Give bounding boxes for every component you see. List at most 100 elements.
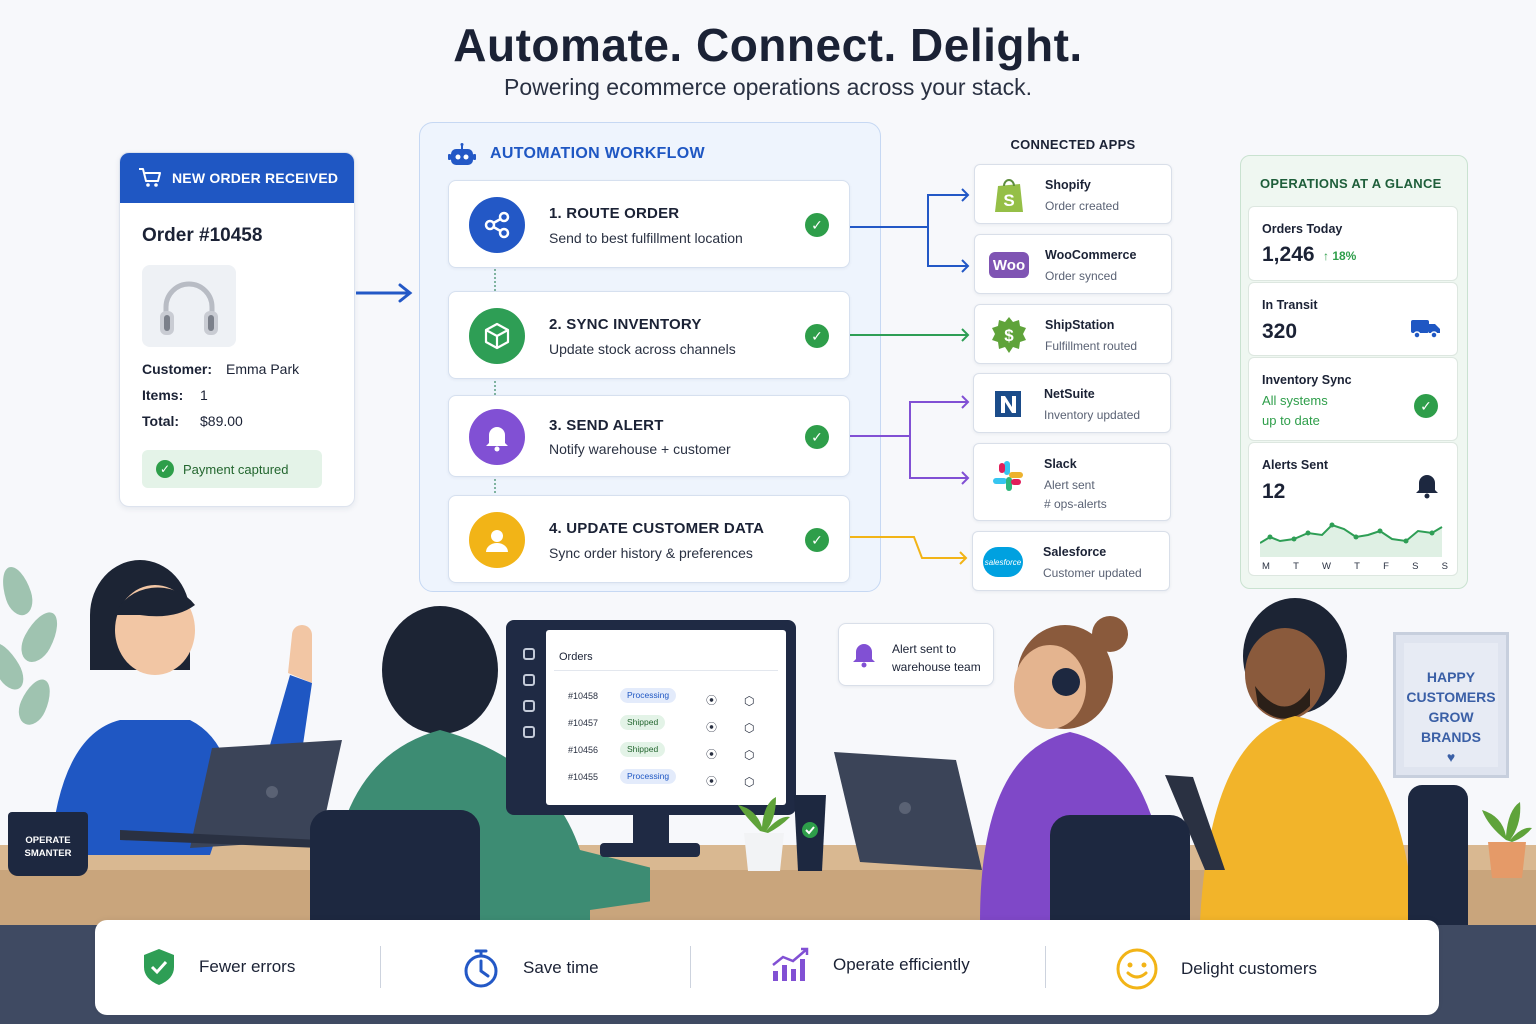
laptop-left [120,740,342,848]
order-number: Order #10458 [142,225,263,246]
day-label: W [1322,561,1332,572]
day-label: F [1383,561,1389,572]
benefit-delight-customers: Delight customers [1115,947,1317,991]
app-card-shipstation[interactable]: $ ShipStation Fulfillment routed [974,304,1172,364]
in-transit-card: In Transit 320 [1248,282,1458,356]
app-status: Customer updated [1043,566,1142,580]
app-status: Order synced [1045,269,1118,283]
heart-icon: ♥ [1446,749,1456,765]
salesforce-logo-icon: salesforce [983,544,1023,580]
bell-icon [469,409,525,465]
netsuite-logo-icon [988,386,1028,422]
poster: HAPPY CUSTOMERS GROW BRANDS ♥ [1393,632,1509,778]
smiley-icon [1116,948,1158,990]
poster-line-3: GROW [1428,709,1474,725]
mug-text-line-2: SMANTER [24,848,72,859]
benefit-fewer-errors: Fewer errors [141,947,295,987]
operations-title: OPERATIONS AT A GLANCE [1260,176,1442,191]
workflow-title: AUTOMATION WORKFLOW [490,145,705,162]
chair [1408,785,1468,925]
day-label: T [1354,561,1360,572]
app-card-salesforce[interactable]: salesforce Salesforce Customer updated [972,531,1170,591]
alerts-sent-label: Alerts Sent [1262,458,1328,472]
page-subtitle: Powering ecommerce operations across you… [504,74,1032,100]
app-name: Shopify [1045,178,1091,192]
day-label: M [1262,561,1270,572]
app-status: Fulfillment routed [1045,339,1138,353]
status-pill: Shipped [620,715,666,730]
inventory-sync-card: Inventory Sync All systems up to date ✓ [1248,357,1458,441]
new-order-card: NEW ORDER RECEIVED Order #10458 Customer… [119,152,355,507]
status-pill: Shipped [620,742,666,757]
mug: OPERATE SMANTER [8,812,88,876]
operations-panel: OPERATIONS AT A GLANCE Orders Today 1,24… [1240,155,1468,589]
salesforce-logo-text: salesforce [983,547,1023,577]
workflow-step-route-order[interactable]: 1. ROUTE ORDER Send to best fulfillment … [448,180,850,268]
step-description: Send to best fulfillment location [549,230,743,246]
robot-icon [448,143,476,165]
inventory-status-line-2: up to date [1262,413,1320,428]
automation-workflow-panel: AUTOMATION WORKFLOW 1. ROUTE ORDER Send … [419,122,881,592]
woocommerce-logo-icon: Woo [989,247,1029,283]
app-status: Inventory updated [1044,408,1141,422]
stopwatch-icon [464,949,498,988]
app-name: Slack [1044,457,1077,471]
app-card-slack[interactable]: Slack Alert sent # ops-alerts [973,443,1171,521]
screen-order-id[interactable]: #10456 [568,745,599,755]
in-transit-value: 320 [1262,320,1298,343]
person-smiling [1200,598,1415,921]
plant-right [1482,802,1532,878]
screen-order-id[interactable]: #10455 [568,772,599,782]
box-icon [469,308,525,364]
shipstation-logo-icon: $ [989,317,1029,353]
orders-monitor: Orders #10458 Processing #10457 Shipped … [506,620,796,815]
customer-value: Emma Park [226,361,300,377]
monitor-stand [633,815,669,845]
workflow-step-sync-inventory[interactable]: 2. SYNC INVENTORY Update stock across ch… [448,291,850,379]
benefit-save-time: Save time [461,947,599,989]
app-card-woocommerce[interactable]: Woo WooCommerce Order synced [974,234,1172,294]
workflow-step-send-alert[interactable]: 3. SEND ALERT Notify warehouse + custome… [448,395,850,477]
app-channel: # ops-alerts [1044,497,1107,511]
chair [1050,815,1190,925]
check-icon: ✓ [805,213,829,237]
sparkline-days: M T W T F S S [1262,561,1448,572]
screen-title: Orders [559,651,593,663]
bell-icon [853,644,875,668]
step-description: Update stock across channels [549,341,736,357]
total-row: Total:$89.00 [142,413,243,429]
app-card-netsuite[interactable]: NetSuite Inventory updated [973,373,1171,433]
arrow-right-icon [356,283,413,303]
check-icon: ✓ [156,460,174,478]
total-label: Total: [142,413,180,429]
workflow-step-update-customer-data[interactable]: 4. UPDATE CUSTOMER DATA Sync order histo… [448,495,850,583]
step-title: 3. SEND ALERT [549,417,664,434]
user-icon [469,512,525,568]
check-icon: ✓ [1414,394,1438,418]
screen-order-id[interactable]: #10458 [568,691,599,701]
orders-today-label: Orders Today [1262,222,1343,236]
check-icon: ✓ [805,425,829,449]
bubble-text-line-1: Alert sent to [892,642,957,656]
items-value: 1 [200,387,208,403]
mug-text-line-1: OPERATE [25,835,71,846]
inventory-status-line-1: All systems [1262,393,1328,408]
alert-notification-bubble: Alert sent to warehouse team [838,623,994,686]
benefit-label: Save time [523,958,599,977]
share-icon [469,197,525,253]
laptop-right [1165,775,1225,870]
alerts-sent-value: 12 [1262,480,1286,503]
status-pill: Processing [620,688,677,703]
chair [310,810,480,925]
order-card-header: NEW ORDER RECEIVED [120,153,354,203]
day-label: S [1412,561,1419,572]
cart-icon [139,168,161,187]
screen-order-id[interactable]: #10457 [568,718,599,728]
app-card-shopify[interactable]: S Shopify Order created [974,164,1172,224]
poster-line-2: CUSTOMERS [1406,689,1496,705]
monitor-sidebar [514,630,544,805]
status-pill: Processing [620,769,677,784]
in-transit-label: In Transit [1262,298,1318,312]
payment-status-text: Payment captured [183,461,289,477]
bell-icon [1416,475,1438,499]
